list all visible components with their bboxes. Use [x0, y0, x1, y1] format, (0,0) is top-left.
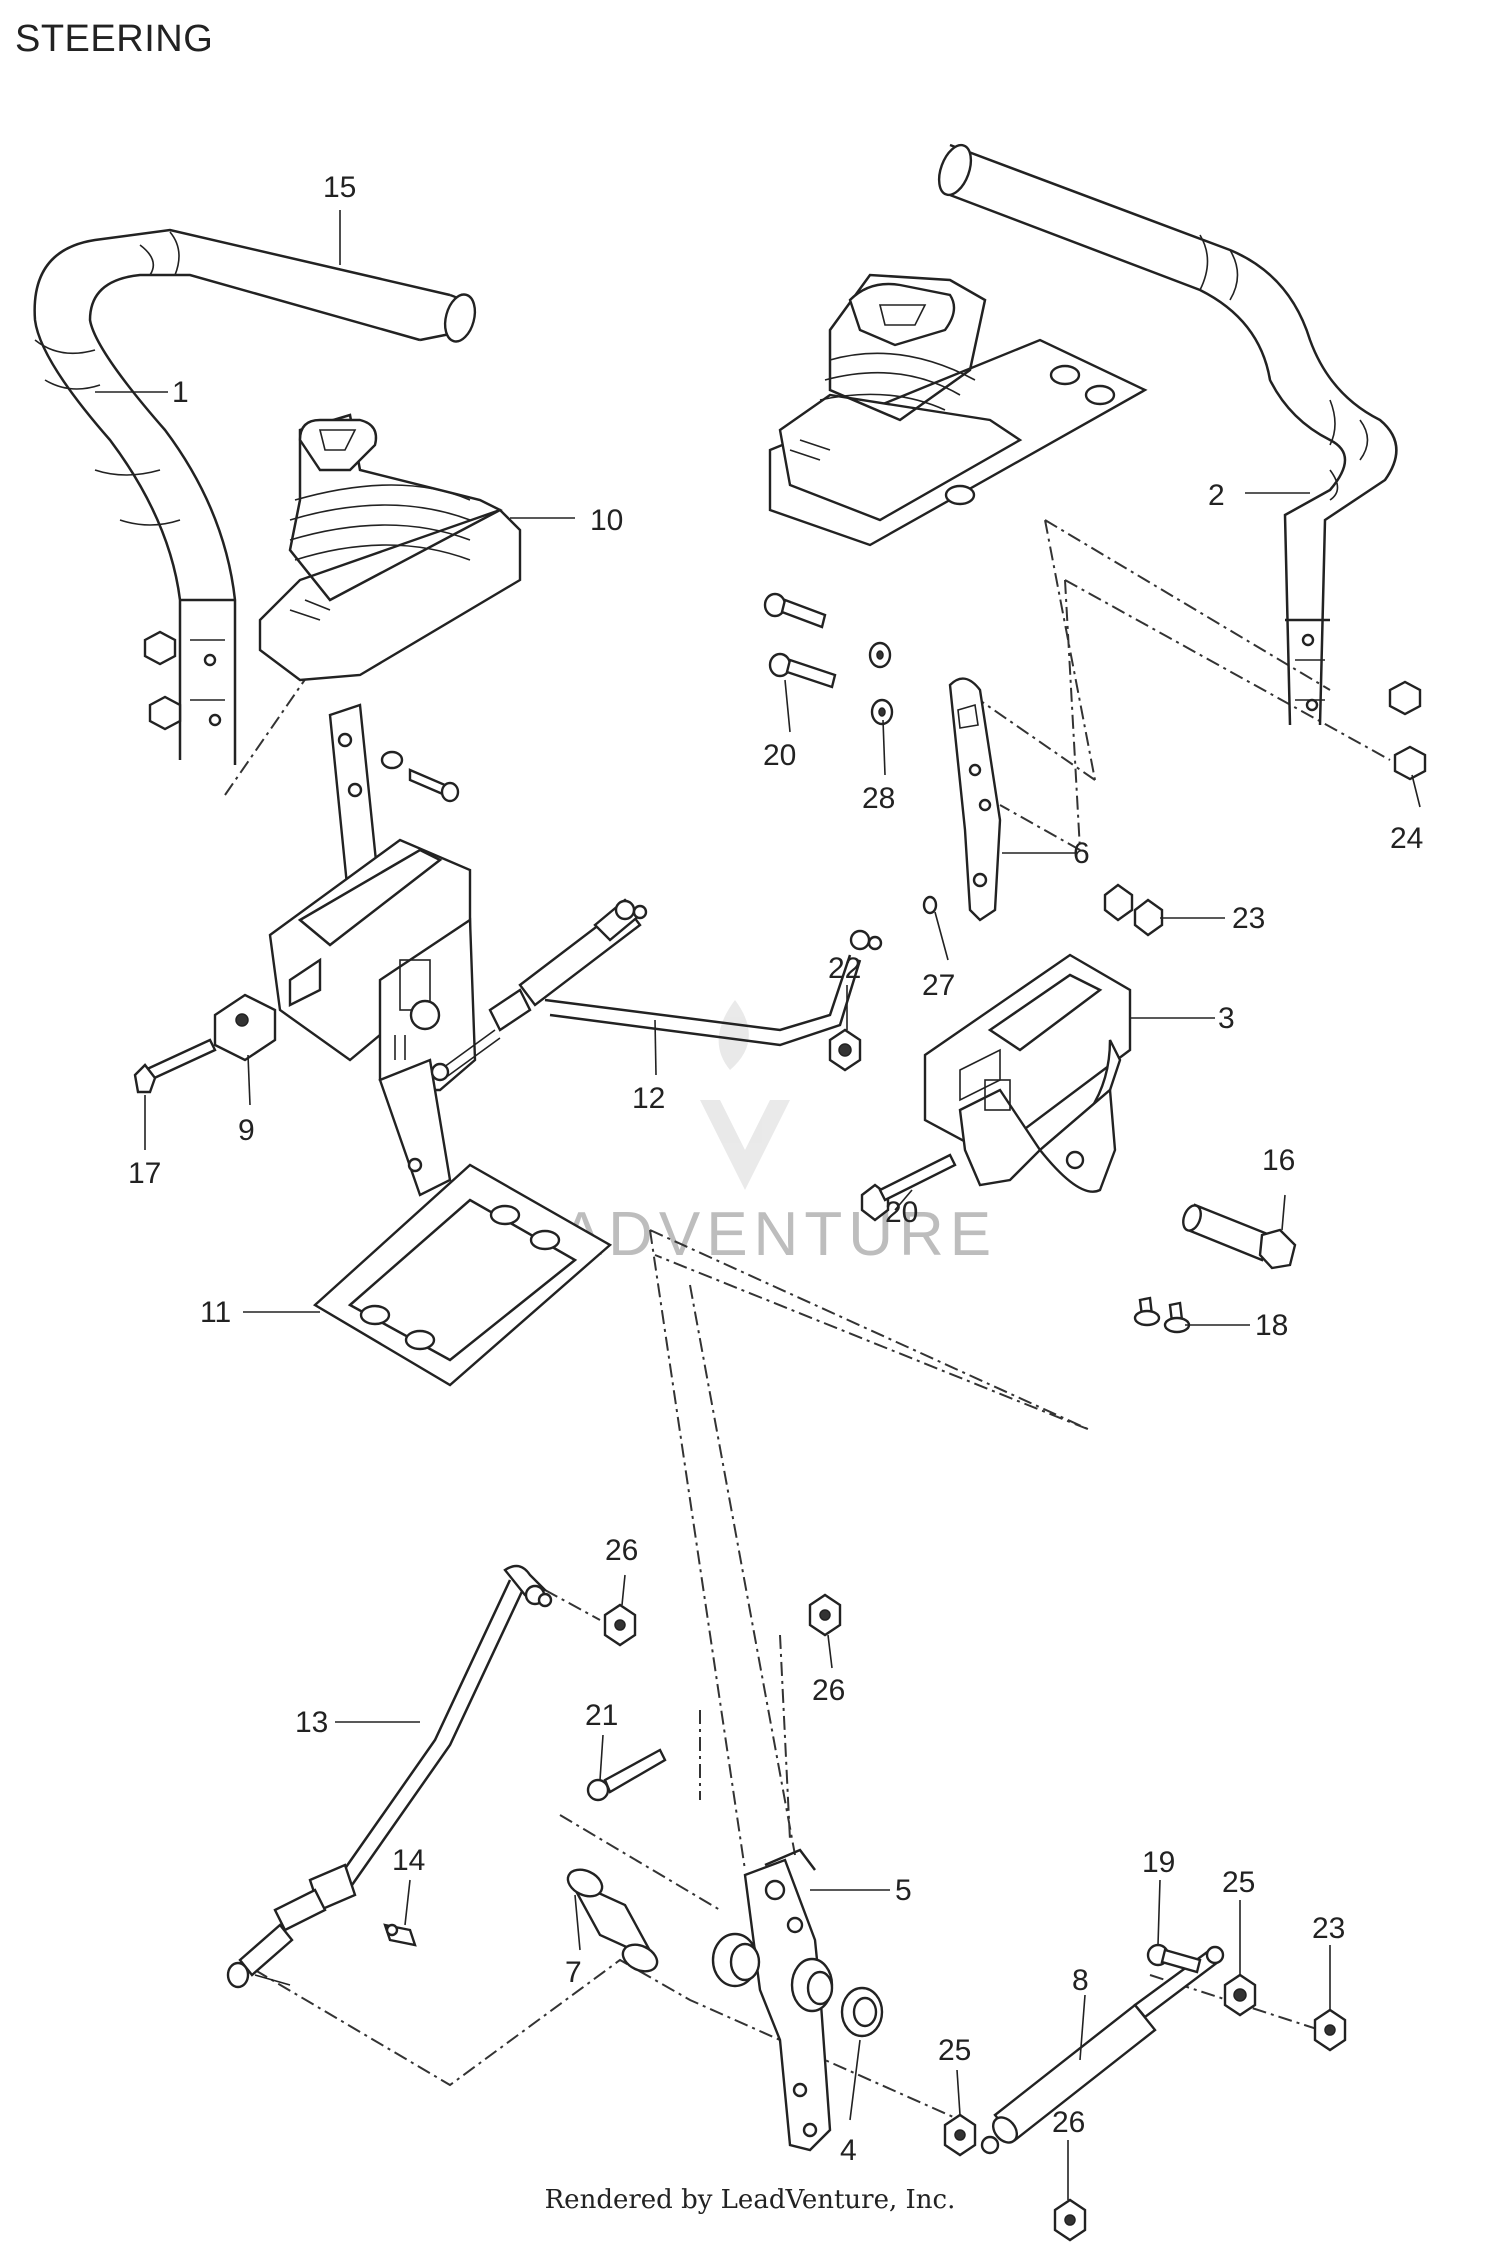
- part-nut-23-upper: [1103, 883, 1164, 937]
- part-nut-26-c: [1053, 2198, 1087, 2242]
- callout-27: 27: [922, 969, 955, 1002]
- part-nut-25-lower: [943, 2113, 977, 2157]
- part-left-control-boot: [258, 413, 522, 682]
- callout-13: 13: [295, 1706, 328, 1739]
- callout-9: 9: [238, 1114, 255, 1147]
- callout-6: 6: [1073, 837, 1090, 870]
- part-left-steering-handle: [33, 228, 477, 765]
- part-clip-14: [383, 1923, 417, 1947]
- part-bolt-16: [1182, 1203, 1297, 1270]
- part-left-lever-bracket: [268, 703, 477, 1197]
- callout-2: 2: [1208, 479, 1225, 512]
- part-nut-26-a: [603, 1603, 637, 1647]
- callout-19: 19: [1142, 1846, 1175, 1879]
- part-right-control-boot: [768, 273, 1148, 547]
- callout-16: 16: [1262, 1144, 1295, 1177]
- part-pivot-arm-5: [711, 1848, 834, 2152]
- watermark-logo: [700, 1000, 790, 1190]
- footer-credit: Rendered by LeadVenture, Inc.: [544, 2185, 956, 2215]
- part-bolt-20-upper: [763, 592, 837, 689]
- leader-lines: [95, 210, 1421, 2200]
- callout-21: 21: [585, 1699, 618, 1732]
- callout-1: 1: [172, 376, 189, 409]
- part-bracket-3: [923, 953, 1132, 1193]
- callout-20-lower: 20: [885, 1196, 918, 1229]
- callout-28: 28: [862, 782, 895, 815]
- part-gas-spring-8: [980, 1945, 1225, 2155]
- callout-18: 18: [1255, 1309, 1288, 1342]
- part-bolt-washer-left: [380, 750, 460, 803]
- part-link-rod-12: [430, 898, 883, 1082]
- callout-24: 24: [1390, 822, 1423, 855]
- part-right-steering-handle: [937, 143, 1398, 726]
- part-bolt-20-lower: [860, 1153, 957, 1222]
- part-nut-25-upper: [1223, 1973, 1257, 2017]
- part-screws-18: [1133, 1296, 1191, 1334]
- callout-12: 12: [632, 1082, 665, 1115]
- callout-25-lower: 25: [938, 2034, 971, 2067]
- callout-7: 7: [565, 1956, 582, 1989]
- callout-3: 3: [1218, 1002, 1235, 1035]
- callout-23-upper: 23: [1232, 902, 1265, 935]
- callout-4: 4: [840, 2134, 857, 2167]
- callout-20-upper: 20: [763, 739, 796, 772]
- callout-15: 15: [323, 171, 356, 204]
- callout-25-upper: 25: [1222, 1866, 1255, 1899]
- callout-26-c: 26: [1052, 2106, 1085, 2139]
- part-bolt-19: [1146, 1943, 1202, 1974]
- page-title: STEERING: [15, 18, 214, 60]
- part-block-9: [213, 993, 277, 1062]
- part-bolt-21: [586, 1748, 667, 1802]
- part-bushing-4: [840, 1986, 884, 2038]
- nut-part-24-left: [143, 630, 182, 731]
- callout-10: 10: [590, 504, 623, 537]
- part-washer-28: [868, 641, 894, 726]
- part-bolt-17: [133, 1038, 217, 1094]
- callout-11: 11: [200, 1296, 231, 1329]
- nut-part-24-right: [1388, 680, 1427, 781]
- part-gasket-11: [312, 1163, 613, 1387]
- callout-22: 22: [828, 952, 861, 985]
- callout-26-a: 26: [605, 1534, 638, 1567]
- callout-5: 5: [895, 1874, 912, 1907]
- callout-23-lower: 23: [1312, 1912, 1345, 1945]
- part-link-rod-13: [226, 1564, 553, 1989]
- callout-labels: 15 1 10 2 24 20 28 6 23 27 3 22 12 9 17 …: [128, 171, 1423, 2167]
- part-nut-26-b: [808, 1593, 842, 1637]
- callout-14: 14: [392, 1844, 425, 1877]
- part-nut-22: [828, 1028, 862, 1072]
- callout-8: 8: [1072, 1964, 1089, 1997]
- callout-17: 17: [128, 1157, 161, 1190]
- part-lever-6: [948, 677, 1002, 922]
- part-clip-27: [922, 895, 938, 915]
- callout-26-b: 26: [812, 1674, 845, 1707]
- part-sleeve-7: [566, 1868, 659, 1973]
- part-nut-23-lower: [1313, 2008, 1347, 2052]
